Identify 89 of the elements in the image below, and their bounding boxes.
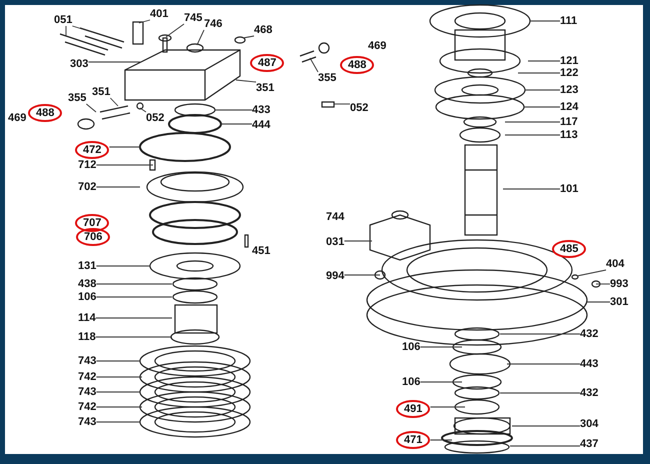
leader-line <box>576 270 606 276</box>
callout-number: 469 <box>8 112 26 124</box>
callout-number: 433 <box>252 104 270 116</box>
callout-number: 355 <box>318 72 336 84</box>
leader-line <box>96 406 142 408</box>
callout-number: 113 <box>560 129 578 141</box>
leader-line <box>166 24 184 38</box>
callout-number: 351 <box>256 82 274 94</box>
callout-number: 121 <box>560 55 578 67</box>
callout-number: 052 <box>350 102 368 114</box>
leader-line <box>344 240 372 242</box>
callout-number: 432 <box>580 387 598 399</box>
callout-number: 707 <box>75 214 110 232</box>
leader-line <box>96 376 142 378</box>
leader-line <box>95 336 172 338</box>
leader-line <box>72 26 92 32</box>
callout-number: 404 <box>606 258 624 270</box>
callout-number: 472 <box>75 141 110 159</box>
callout-number: 485 <box>552 240 586 258</box>
callout-number: 706 <box>76 228 110 246</box>
callout-number: 469 <box>368 40 386 52</box>
leader-line <box>96 186 140 188</box>
callout-number: 111 <box>560 15 578 27</box>
callout-number: 443 <box>580 358 598 370</box>
callout-number: 114 <box>78 312 96 324</box>
leader-line <box>502 188 560 190</box>
callout-number: 106 <box>402 341 420 353</box>
callout-number: 742 <box>78 371 96 383</box>
callout-number: 743 <box>78 386 96 398</box>
leader-line <box>530 20 560 22</box>
leader-line <box>96 296 172 298</box>
callout-number: 487 <box>250 54 284 72</box>
callout-number: 432 <box>580 328 598 340</box>
callout-number: 437 <box>580 438 598 450</box>
callout-number: 444 <box>252 119 270 131</box>
callout-number: 122 <box>560 67 578 79</box>
callout-number: 743 <box>78 355 96 367</box>
leader-line <box>96 164 154 166</box>
callout-number: 438 <box>78 278 96 290</box>
callout-number: 451 <box>252 245 270 257</box>
callout-number: 712 <box>78 159 96 171</box>
leader-line <box>96 360 140 362</box>
leader-line <box>310 58 318 72</box>
callout-number: 355 <box>68 92 86 104</box>
callout-number: 401 <box>150 8 168 20</box>
callout-number: 488 <box>28 104 62 122</box>
leader-line <box>242 36 254 38</box>
callout-number: 745 <box>184 12 202 24</box>
leader-line <box>108 146 142 148</box>
leader-line <box>138 20 150 24</box>
callout-number: 468 <box>254 24 272 36</box>
callout-number: 051 <box>54 14 72 26</box>
callout-number: 101 <box>560 183 578 195</box>
callout-number: 744 <box>326 211 344 223</box>
callout-number: 124 <box>560 101 578 113</box>
leader-line <box>344 274 380 276</box>
callout-number: 743 <box>78 416 96 428</box>
callout-number: 471 <box>396 431 430 449</box>
callout-number: 106 <box>78 291 96 303</box>
callout-number: 301 <box>610 296 628 308</box>
leader-line <box>236 80 256 82</box>
callout-number: 118 <box>78 331 96 343</box>
callout-number: 117 <box>560 116 578 128</box>
callout-number: 488 <box>340 56 374 74</box>
leader-line <box>504 134 560 136</box>
callout-number: 303 <box>70 58 88 70</box>
callout-number: 491 <box>396 400 430 418</box>
callout-number: 106 <box>402 376 420 388</box>
callout-number: 304 <box>580 418 598 430</box>
leader-line <box>420 346 462 348</box>
callout-number: 031 <box>326 236 344 248</box>
leader-line <box>140 108 146 112</box>
leader-line <box>518 72 560 74</box>
callout-number: 994 <box>326 270 344 282</box>
callout-number: 351 <box>92 86 110 98</box>
callout-number: 993 <box>610 278 628 290</box>
callout-number: 123 <box>560 84 578 96</box>
leader-line <box>430 406 466 408</box>
leader-line <box>528 60 560 62</box>
callout-number: 052 <box>146 112 164 124</box>
callout-number: 702 <box>78 181 96 193</box>
leader-line <box>110 98 118 106</box>
callout-number: 131 <box>78 260 96 272</box>
leader-line <box>524 106 560 108</box>
leader-line <box>196 30 204 46</box>
leader-line <box>86 104 96 112</box>
callout-number: 746 <box>204 18 222 30</box>
leader-line <box>500 392 580 394</box>
callout-number: 742 <box>78 401 96 413</box>
